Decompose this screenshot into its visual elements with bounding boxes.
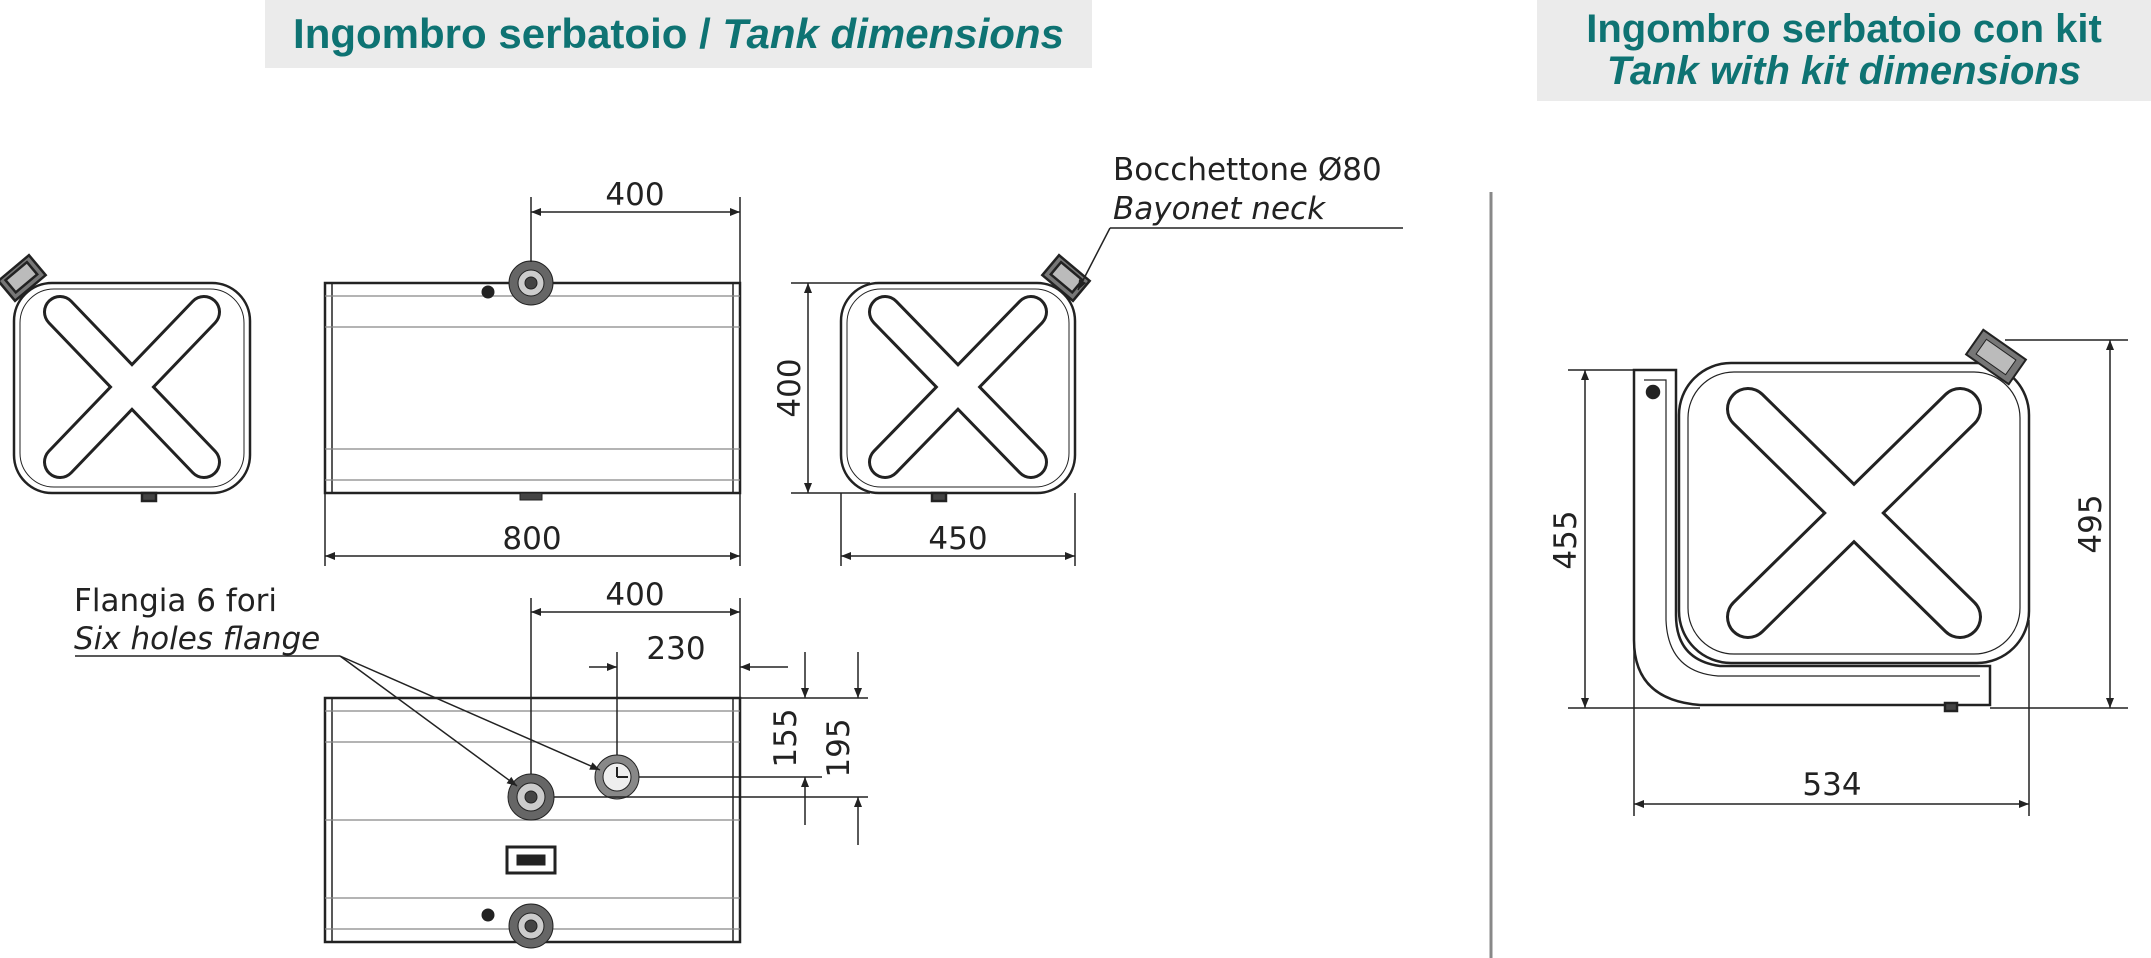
dim-side-width: 450 xyxy=(928,521,987,557)
neck-cap-kit xyxy=(1964,328,2028,386)
leader-lines xyxy=(75,227,1403,787)
cross-recess-left xyxy=(43,295,221,479)
neck-cap-left xyxy=(0,253,48,303)
dim-side-height: 400 xyxy=(772,358,808,417)
dim-bottom-flange2-offset: 230 xyxy=(646,631,705,667)
note-neck-italian: Bocchettone Ø80 xyxy=(1113,152,1382,188)
title-right: Ingombro serbatoio con kit Tank with kit… xyxy=(1537,0,2151,101)
tank-right-end-view xyxy=(839,253,1092,503)
title-left-separator: / xyxy=(687,10,723,57)
dim-195: 195 xyxy=(821,718,857,777)
dim-bottom-flange-offset: 400 xyxy=(605,577,664,613)
dim-front-length: 800 xyxy=(502,521,561,557)
dimension-lines-right xyxy=(1568,339,2128,816)
note-flange-italian: Flangia 6 fori xyxy=(74,583,277,619)
bayonet-neck-front xyxy=(508,260,554,306)
title-right-english: Tank with kit dimensions xyxy=(1606,49,2082,93)
dim-kit-width-534: 534 xyxy=(1802,767,1861,803)
tank-front-view xyxy=(323,260,742,501)
dim-kit-height-495: 495 xyxy=(2073,494,2109,553)
bayonet-neck-bottom xyxy=(508,903,554,949)
title-right-italian: Ingombro serbatoio con kit xyxy=(1586,7,2102,51)
title-left-english: Tank dimensions xyxy=(722,10,1064,57)
dim-kit-height-455: 455 xyxy=(1548,510,1584,569)
note-flange-english: Six holes flange xyxy=(74,621,320,657)
mounting-bracket xyxy=(1632,368,1992,713)
dim-155: 155 xyxy=(768,708,804,767)
tank-kit-body xyxy=(1677,361,2031,665)
tank-bottom-view xyxy=(323,696,742,949)
dim-top-neck-offset: 400 xyxy=(605,177,664,213)
note-neck-english: Bayonet neck xyxy=(1113,191,1326,227)
tank-with-kit-view xyxy=(1632,328,2031,713)
flange-2 xyxy=(594,754,640,800)
title-left-italian: Ingombro serbatoio xyxy=(293,10,688,57)
dimension-lines-left xyxy=(324,197,1076,845)
title-left: Ingombro serbatoio / Tank dimensions xyxy=(265,0,1092,68)
tank-left-end-view xyxy=(0,253,252,503)
flange-1 xyxy=(507,773,555,821)
